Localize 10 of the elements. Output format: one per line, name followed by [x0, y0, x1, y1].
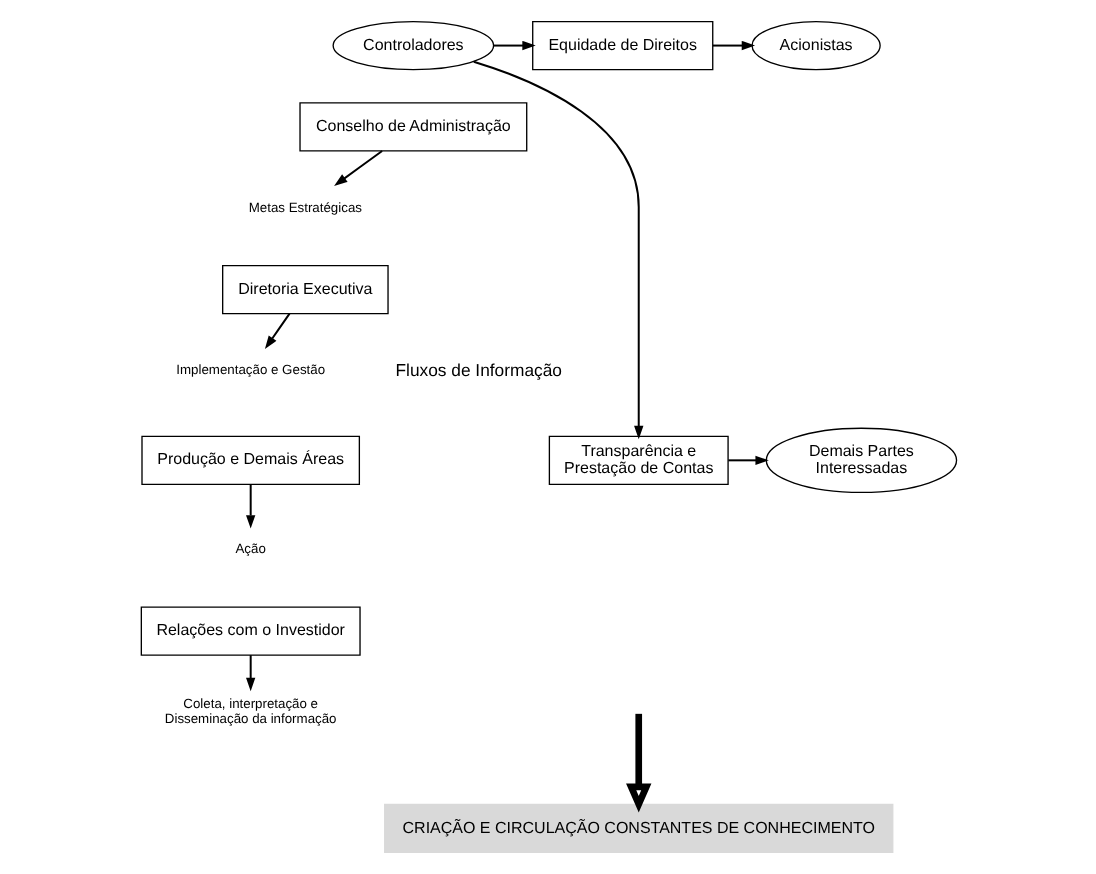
arrow [263, 312, 290, 350]
arrow [471, 60, 643, 440]
arrow [711, 40, 755, 51]
arrow [491, 40, 535, 51]
arrow [245, 483, 255, 529]
arrow [333, 150, 383, 186]
arrow [625, 713, 651, 813]
label: Fluxos de Informação [394, 359, 561, 380]
arrow [726, 455, 768, 465]
arrow [245, 654, 255, 692]
